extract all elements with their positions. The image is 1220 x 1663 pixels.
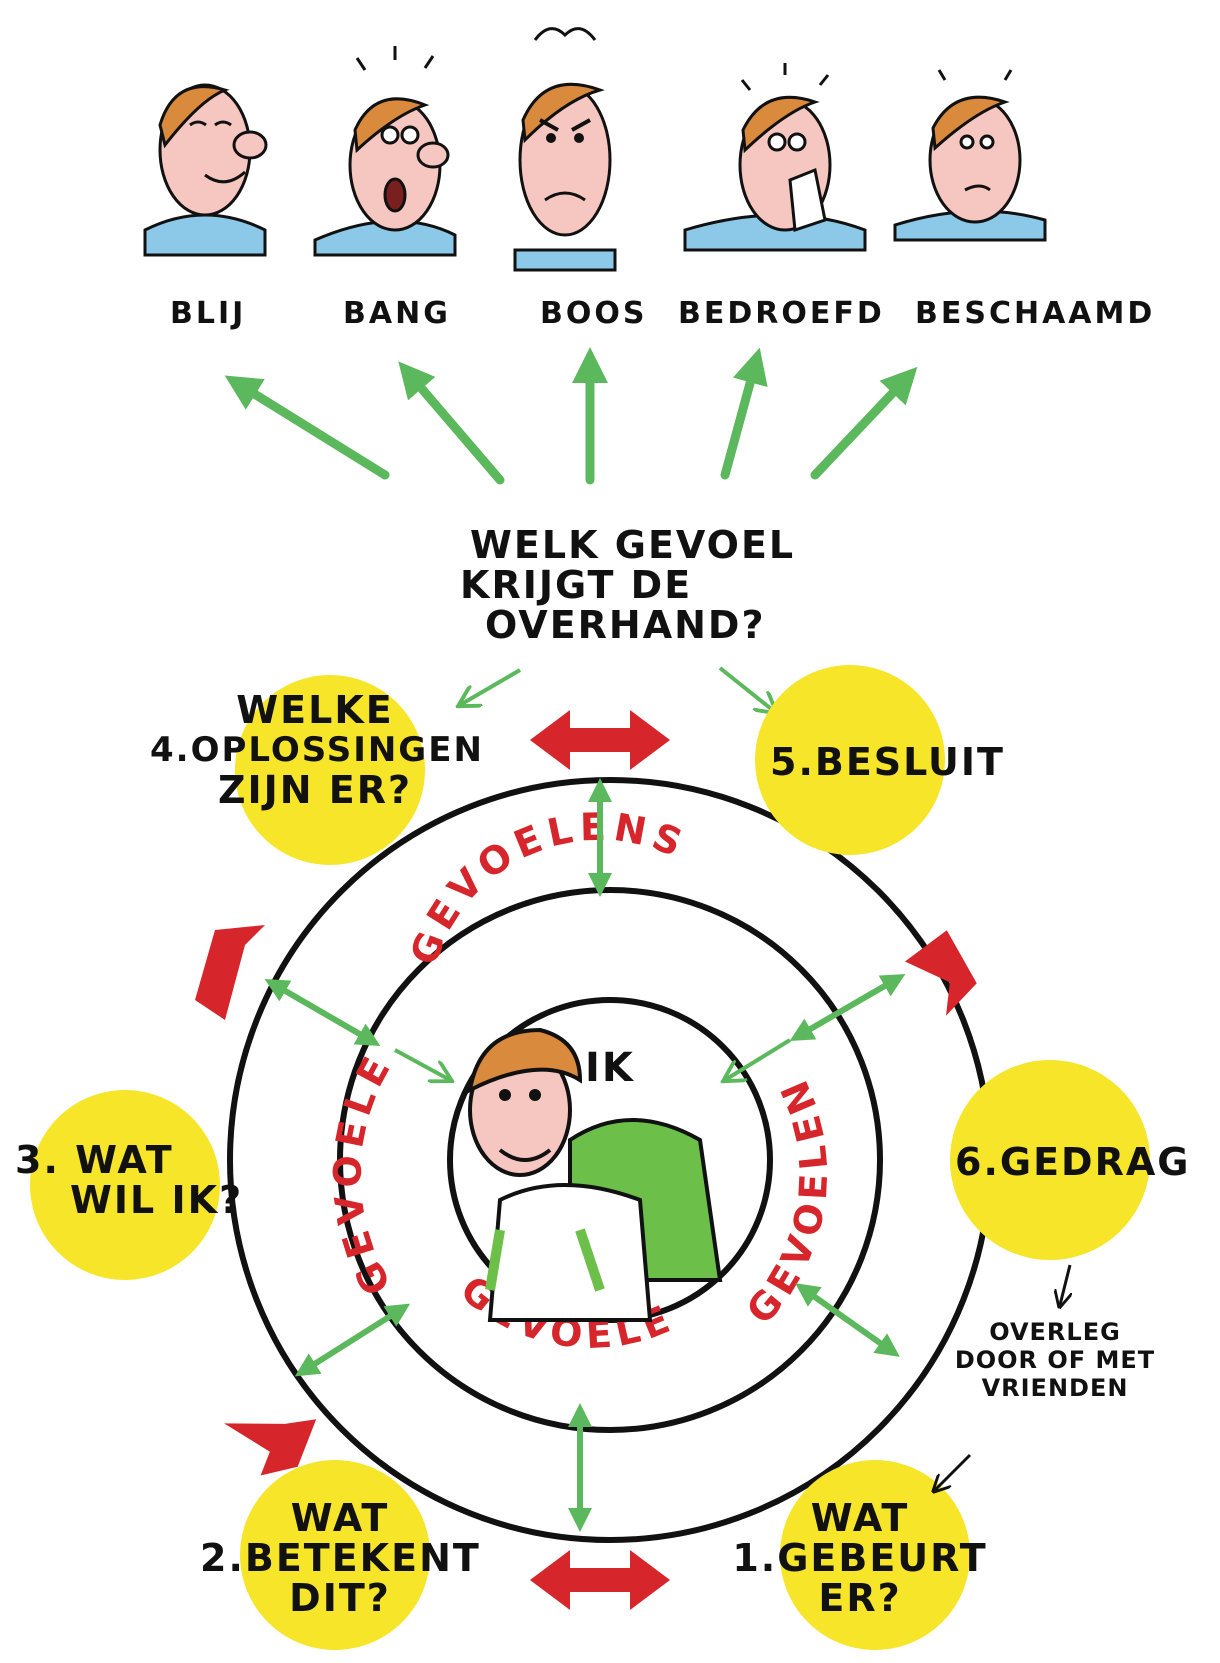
circle-step-4 [235,675,425,865]
arrow-to-bedroefd [720,347,768,480]
step-2-line-2: 2.BETEKENT [200,1536,481,1580]
face-boos [513,27,617,272]
step-1-line-2: 1.GEBEURT [732,1536,988,1580]
red-arrows [195,710,977,1610]
question-arrows [460,666,775,712]
face-blij [143,83,268,257]
question-line-3: OVERHAND? [485,603,766,647]
step-3-line-1: 3. WAT [15,1138,174,1182]
circle-step-2 [240,1460,430,1650]
step-3-line-2: WIL IK? [70,1178,244,1222]
face-beschaamd [893,69,1047,242]
friends-note-line-1: OVERLEG [989,1318,1121,1346]
step-2-text: WAT 2.BETEKENT DIT? [200,1498,480,1618]
arrow-to-beschaamd [810,366,918,480]
step-4-line-1: WELKE [236,688,394,732]
friends-arrows [935,1264,1070,1490]
red-arrow-3-4 [195,925,265,1020]
ring-text-top: GEVOELENS [402,805,694,971]
friends-note-line-3: VRIENDEN [981,1374,1129,1402]
circle-step-3 [30,1090,220,1280]
question-line-1: WELK GEVOEL [470,523,796,567]
inner-arrows [394,1038,792,1080]
step-2-line-3: DIT? [289,1576,391,1620]
question-line-2: KRIJGT DE [460,563,693,607]
step-1-line-3: ER? [818,1576,902,1620]
face-bang [313,46,457,257]
question-text: WELK GEVOEL KRIJGT DE OVERHAND? [460,523,796,647]
step-3-text: 3. WAT WIL IK? [15,1140,243,1220]
hiker-figure [467,1027,723,1322]
emotion-label-bedroefd: BEDROEFD [678,296,885,331]
emotion-label-blij: BLIJ [170,296,247,331]
step-1-line-1: WAT [810,1496,910,1540]
emotion-label-boos: BOOS [540,296,648,331]
step-4-line-3: ZIJN ER? [217,768,413,812]
red-arrow-2-3 [224,1419,317,1476]
step-4-line-2: 4.OPLOSSINGEN [150,730,484,770]
spoke-arrows [264,778,906,1532]
center-label-ik: IK [585,1045,635,1091]
circle-step-1 [780,1460,970,1650]
step-1-text: WAT 1.GEBEURT ER? [730,1498,990,1618]
emotion-arrows [224,347,918,485]
step-5-text: 5.BESLUIT [770,740,1005,784]
red-arrow-5-6 [904,930,977,1016]
step-4-text: WELKE 4.OPLOSSINGEN ZIJN ER? [150,688,484,812]
emotion-label-bang: BANG [343,296,451,331]
arrow-to-blij [224,375,390,480]
step-6-text: 6.GEDRAG [955,1140,1191,1184]
face-bedroefd [683,63,867,252]
step-circles [30,665,1150,1650]
friends-note: OVERLEG DOOR OF MET VRIENDEN [945,1318,1165,1402]
emotion-label-beschaamd: BESCHAAMD [915,296,1156,331]
red-arrow-4-5 [530,710,670,770]
red-arrow-2-1 [530,1550,670,1610]
circle-step-5 [755,665,945,855]
friends-note-line-2: DOOR OF MET [954,1346,1156,1374]
circle-step-6 [950,1060,1150,1260]
step-2-line-1: WAT [290,1496,390,1540]
arrow-to-bang [398,361,505,485]
